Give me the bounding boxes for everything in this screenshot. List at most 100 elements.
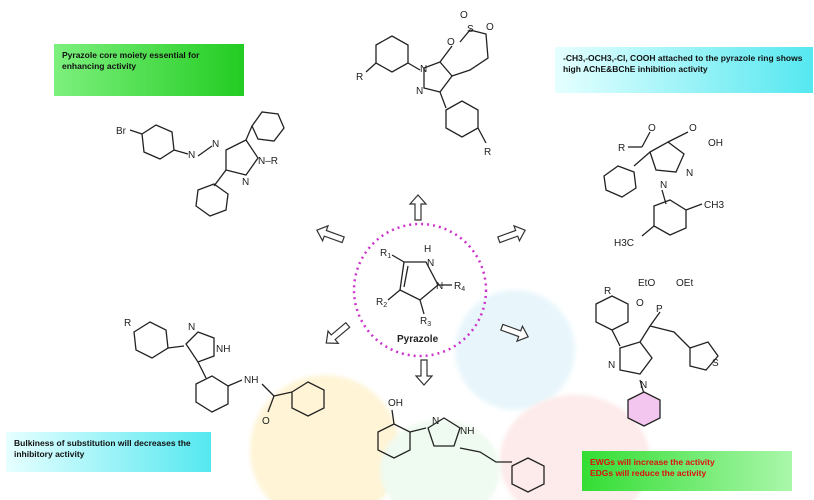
lr-oet-label: OEt bbox=[676, 278, 693, 289]
center-nh-label: N bbox=[427, 258, 434, 269]
bot-oh-label: OH bbox=[388, 398, 403, 409]
bot-vinyl-bond bbox=[459, 447, 512, 463]
bg-petal-green bbox=[380, 420, 500, 500]
ll-benzoyl-bond bbox=[273, 391, 293, 397]
ul-top-phenyl-bond bbox=[245, 125, 253, 141]
ul-azo-n2: N bbox=[212, 139, 219, 150]
center-r4: R4 bbox=[454, 281, 465, 293]
arrow-up-right bbox=[497, 224, 527, 244]
ll-co-bond bbox=[267, 395, 275, 413]
top-n-bond bbox=[407, 62, 421, 71]
ul-n-label: N bbox=[242, 177, 249, 188]
lr-ch-bond bbox=[639, 325, 651, 343]
ur-ch3-bond bbox=[685, 203, 703, 211]
bond-r2 bbox=[387, 289, 401, 301]
bond-r1 bbox=[391, 254, 405, 263]
top-aryl-ring bbox=[445, 100, 479, 138]
ur-n2-label: N bbox=[686, 168, 693, 179]
ll-pyrazole-ring bbox=[185, 331, 215, 363]
ul-azo-n1: N bbox=[188, 150, 195, 161]
ur-o-label: O bbox=[648, 123, 656, 134]
ur-phenyl-bond bbox=[633, 151, 651, 167]
top-n2-label: N bbox=[416, 86, 423, 97]
lr-s-label: S bbox=[712, 358, 719, 369]
ur-ch3-label: CH3 bbox=[704, 200, 724, 211]
ul-top-phenyl-ring bbox=[251, 111, 285, 142]
bot-oh-bond bbox=[391, 409, 395, 425]
ur-r-label: R bbox=[618, 143, 625, 154]
ul-bottom-phenyl-ring bbox=[195, 183, 229, 217]
lr-n2-label: N bbox=[608, 360, 615, 371]
arrow-up bbox=[408, 194, 428, 221]
structure-lower-right: R N N P O EtO OEt S bbox=[595, 278, 719, 427]
ul-azo-bond-1 bbox=[173, 149, 189, 155]
ul-nr-label: N–R bbox=[258, 156, 278, 167]
top-n1-label: N bbox=[420, 64, 427, 75]
note-ewg-edg: EWGs will increase the activity EDGs wil… bbox=[582, 451, 792, 491]
ul-br-bond bbox=[129, 129, 143, 135]
center-r1: R1 bbox=[380, 248, 391, 260]
lr-p-label: P bbox=[656, 304, 663, 315]
ul-pyrazole-ring bbox=[225, 139, 259, 176]
ll-amide-bond bbox=[261, 383, 275, 397]
bg-petal-blue bbox=[455, 290, 575, 410]
top-sultone-ring bbox=[451, 29, 489, 77]
ll-benzoyl-ring bbox=[291, 381, 325, 417]
lr-n1-label: N bbox=[640, 380, 647, 391]
top-phenyl-ring bbox=[375, 35, 409, 73]
structure-top: R N N O S O O R bbox=[356, 10, 494, 158]
bot-phenol-ring bbox=[377, 423, 411, 459]
top-s-label: S bbox=[467, 24, 474, 35]
center-n-label: N bbox=[436, 281, 443, 292]
note-core-moiety: Pyrazole core moiety essential for enhan… bbox=[54, 44, 244, 96]
note-substituents: -CH3,-OCH3,-Cl, COOH attached to the pyr… bbox=[555, 47, 813, 93]
arrow-down-left bbox=[325, 321, 351, 344]
center-r2: R2 bbox=[376, 297, 387, 309]
ll-aryl-bond bbox=[197, 361, 207, 379]
ll-o-label: O bbox=[262, 416, 270, 427]
ll-r-label: R bbox=[124, 318, 131, 329]
bond-r3 bbox=[419, 299, 425, 315]
ul-bottom-phenyl-bond bbox=[213, 169, 227, 187]
top-so-1: O bbox=[460, 10, 468, 21]
bot-phenol-bond bbox=[409, 427, 427, 433]
arrow-down bbox=[414, 359, 434, 386]
lr-nphenyl-ring bbox=[627, 391, 661, 427]
top-r-bond bbox=[365, 62, 377, 73]
lr-phenyl-bond bbox=[611, 329, 621, 347]
bot-nh-label: NH bbox=[460, 426, 474, 437]
lr-r-label: R bbox=[604, 286, 611, 297]
center-title: Pyrazole bbox=[397, 334, 439, 345]
center-h-label: H bbox=[424, 244, 431, 255]
top-o-bond bbox=[439, 45, 453, 63]
pyrazole-double-bond bbox=[403, 265, 409, 288]
ur-cooh-bond bbox=[667, 131, 689, 143]
center-r3: R3 bbox=[420, 316, 431, 328]
structure-upper-right: R O O OH N N CH3 H3C bbox=[603, 123, 724, 249]
structure-lower-left: R N NH NH O bbox=[124, 318, 325, 427]
ll-amide-nh: NH bbox=[244, 375, 258, 386]
top-aryl-bond bbox=[439, 91, 447, 109]
arrow-up-left bbox=[315, 224, 345, 244]
ur-h3c-bond bbox=[641, 225, 655, 237]
ur-cooh-o: O bbox=[689, 123, 697, 134]
ul-br-label: Br bbox=[116, 126, 127, 137]
ul-azo-bond-2 bbox=[197, 145, 213, 157]
ul-bromophenyl-ring bbox=[141, 124, 175, 160]
arrow-down-right bbox=[500, 323, 530, 343]
center-pyrazole: H N N R1 R4 R2 R3 Pyrazole bbox=[376, 244, 465, 345]
note-edg-line: EDGs will reduce the activity bbox=[590, 468, 707, 478]
ll-phenyl-ring bbox=[133, 321, 169, 359]
top-aryl-r-label: R bbox=[484, 147, 491, 158]
top-r-label: R bbox=[356, 72, 363, 83]
lr-p-o: O bbox=[636, 298, 644, 309]
ur-pyrazole-ring bbox=[649, 141, 685, 173]
top-o-label: O bbox=[447, 37, 455, 48]
lr-thiophene-ring bbox=[689, 341, 719, 371]
top-so-2: O bbox=[486, 22, 494, 33]
ur-co-bond bbox=[641, 131, 651, 148]
ur-h3c-label: H3C bbox=[614, 238, 634, 249]
lr-phenyl-ring bbox=[595, 295, 629, 331]
ll-nh-bond bbox=[227, 379, 243, 387]
